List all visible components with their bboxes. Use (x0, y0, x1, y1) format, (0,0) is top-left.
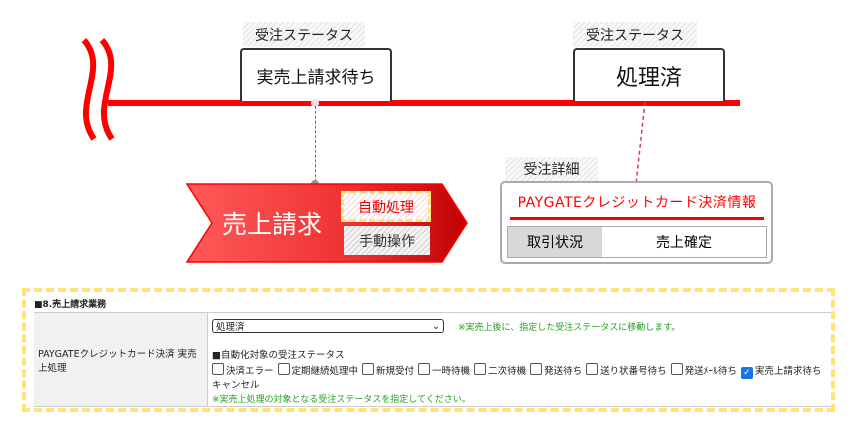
select-value: 処理済 (216, 322, 245, 333)
detail-table: 取引状況 売上確定 (507, 226, 767, 258)
connector-line (635, 101, 646, 185)
checkbox-label: キャンセル (212, 380, 260, 391)
checkbox[interactable] (586, 363, 599, 375)
statuses-note: ※実売上処理の対象となる受注ステータスを指定してください。 (212, 395, 471, 405)
checkbox-label: 新規受付 (376, 366, 415, 377)
checkbox-label: 定期継続処理中 (291, 366, 359, 377)
checkbox-label: 一時待機 (432, 366, 471, 377)
checkbox-label: 送り状番号待ち (600, 366, 667, 377)
settings-highlight (22, 288, 835, 412)
auto-heading: ■自動化対象の受注ステータス (212, 350, 345, 361)
checkbox-label: 発送待ち (544, 366, 583, 377)
checkbox-label: 決済エラー (226, 366, 274, 377)
status-label-after: 受注ステータス (573, 22, 697, 47)
row-label: PAYGATEクレジットカード決済 実売上処理 (34, 313, 208, 406)
section-title: ■8.売上請求業務 (34, 300, 107, 310)
checkbox[interactable] (277, 363, 290, 375)
detail-label: 受注詳細 (505, 157, 598, 181)
detail-title: PAYGATEクレジットカード決済情報 (510, 192, 764, 220)
connector-line (315, 106, 316, 182)
status-checkbox-item[interactable]: 発送待ち (526, 363, 583, 377)
checkbox-label: 実売上請求待ち (754, 366, 822, 377)
wave-break-icon (81, 38, 115, 141)
status-after-box: 処理済 (573, 48, 725, 101)
checkbox-checked[interactable]: ✓ (740, 367, 753, 379)
status-label: 受注ステータス (243, 22, 365, 47)
status-checkbox-item[interactable]: 発送ﾒｰﾙ待ち (667, 363, 737, 377)
checkbox[interactable] (362, 363, 375, 375)
chevron-down-icon: ⌄ (432, 320, 440, 332)
manual-operation-badge: 手動操作 (344, 226, 430, 255)
settings-row: PAYGATEクレジットカード決済 実売上処理 処理済 ⌄ ※実売上後に、指定した… (34, 312, 831, 407)
auto-process-badge: 自動処理 (341, 191, 431, 222)
status-checkbox-item[interactable]: ✓実売上請求待ち (737, 366, 822, 379)
checkbox-label: 二次待機 (488, 366, 527, 377)
checkbox[interactable] (212, 363, 224, 375)
status-checkbox-item[interactable]: 送り状番号待ち (582, 363, 667, 377)
status-checkbox-item[interactable]: 決済エラー (212, 363, 274, 377)
status-select[interactable]: 処理済 ⌄ (212, 319, 444, 333)
status-checkbox-list: 決済エラー 定期継続処理中 新規受付 一時待機 二次待機 発送待ち 送り状番号待ち 発送ﾒｰﾙ… (212, 363, 827, 392)
status-checkbox-item[interactable]: 定期継続処理中 (274, 363, 359, 377)
detail-card: PAYGATEクレジットカード決済情報 取引状況 売上確定 (500, 181, 773, 264)
status-checkbox-item[interactable]: 新規受付 (358, 363, 415, 377)
timeline-line (108, 100, 740, 106)
status-checkbox-item[interactable]: 一時待機 (414, 363, 471, 377)
status-before-box: 実売上請求待ち (240, 48, 392, 101)
status-checkbox-item[interactable]: 二次待機 (470, 363, 527, 377)
connector-dot (311, 99, 319, 107)
checkbox[interactable] (530, 363, 543, 375)
field-value: 売上確定 (656, 235, 712, 251)
checkbox[interactable] (418, 363, 431, 375)
field-label: 取引状況 (508, 227, 602, 257)
select-note: ※実売上後に、指定した受注ステータスに移動します。 (458, 322, 681, 333)
checkbox-label: 発送ﾒｰﾙ待ち (684, 366, 737, 377)
checkbox[interactable] (670, 363, 683, 375)
checkbox[interactable] (474, 363, 487, 375)
status-checkbox-item[interactable]: キャンセル (212, 380, 260, 391)
process-title: 売上請求 (222, 210, 323, 239)
